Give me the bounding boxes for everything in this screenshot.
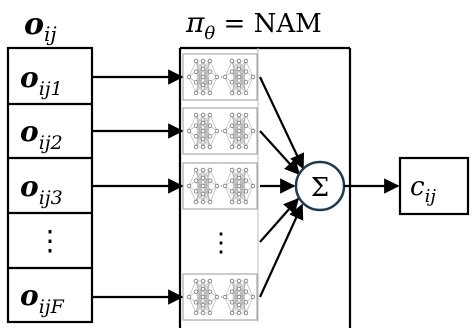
sum-arrows: [258, 76, 305, 298]
subnetwork-4: [182, 273, 258, 321]
subnetwork-1: [182, 53, 258, 101]
input-feature-F: oijF: [20, 279, 65, 318]
sum-symbol: Σ: [311, 173, 329, 203]
input-arrows: [92, 69, 184, 305]
input-header-label: oij: [24, 7, 57, 46]
input-column: oij1 oij2 oij3 ⋮ oijF: [6, 46, 94, 324]
model-ellipsis: ⋮: [208, 228, 234, 258]
input-feature-2: oij2: [20, 115, 63, 154]
sum-node: Σ: [294, 160, 346, 212]
input-feature-3: oij3: [20, 170, 63, 209]
model-title: πθ = NAM: [185, 6, 322, 44]
subnetwork-2: [182, 107, 258, 155]
subnetworks: [182, 53, 258, 321]
output-label: cij: [410, 172, 436, 207]
subnetwork-3: [182, 162, 258, 210]
input-ellipsis: ⋮: [36, 224, 64, 257]
input-feature-1: oij1: [20, 61, 63, 100]
output-box: cij: [398, 156, 470, 216]
